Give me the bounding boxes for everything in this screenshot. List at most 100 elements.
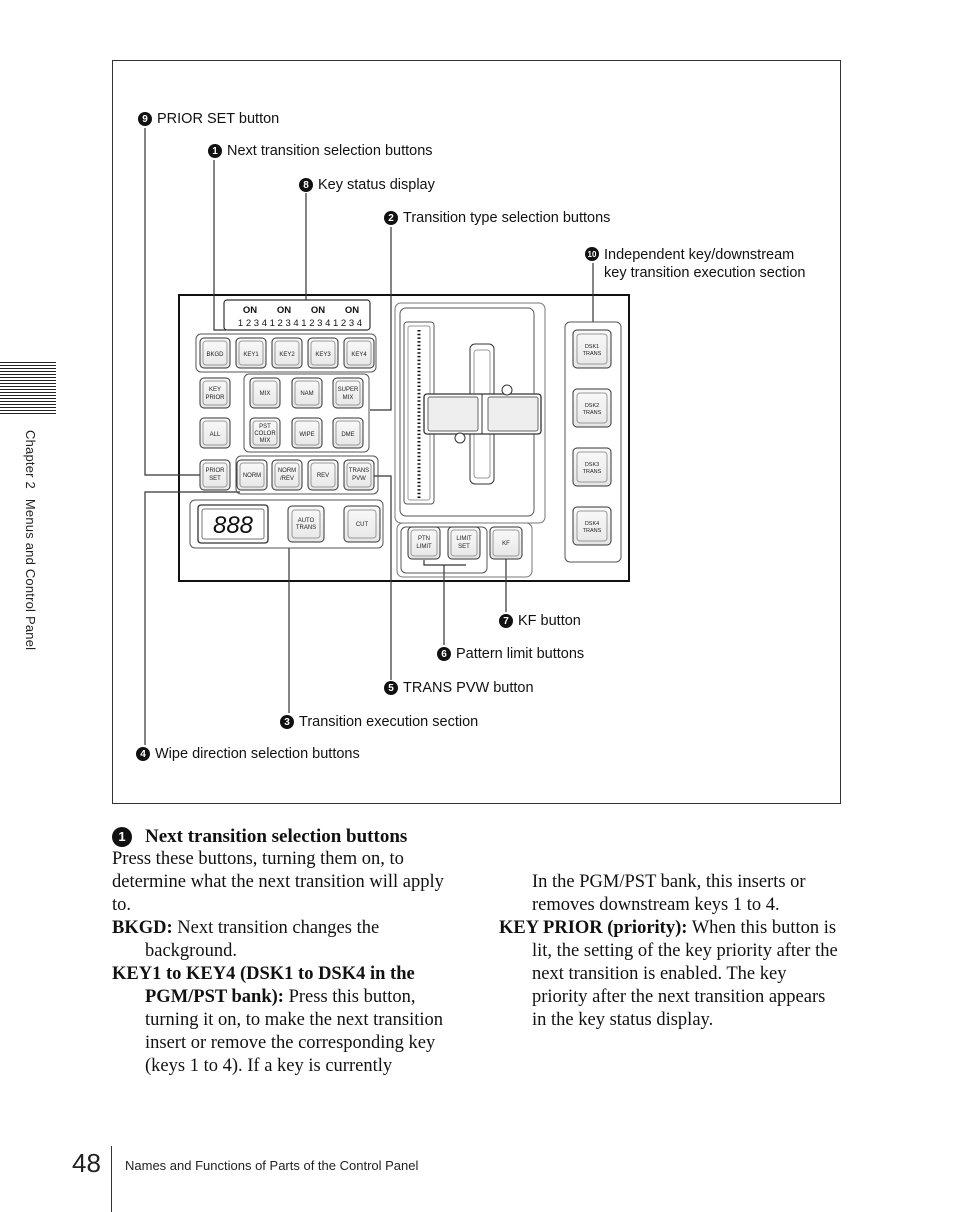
wipe-button[interactable]: WIPE bbox=[291, 417, 323, 449]
key2-button[interactable]: KEY2 bbox=[271, 337, 303, 369]
svg-text:TRANS: TRANS bbox=[296, 525, 316, 531]
wipe-direction-group bbox=[235, 455, 379, 495]
norm-button[interactable]: NORM bbox=[236, 459, 268, 491]
dsk-section bbox=[564, 321, 622, 563]
key-item-continuation: Press this button, turning it on, to mak… bbox=[499, 825, 844, 871]
svg-text:DSK4: DSK4 bbox=[585, 521, 599, 527]
svg-text:SET: SET bbox=[209, 476, 221, 482]
nam-button[interactable]: NAM bbox=[291, 377, 323, 409]
dme-button[interactable]: DME bbox=[332, 417, 364, 449]
panel-figure bbox=[112, 60, 841, 804]
on-label: ON bbox=[345, 305, 359, 316]
all-button[interactable]: ALL bbox=[199, 417, 231, 449]
fader-lever[interactable] bbox=[394, 302, 546, 524]
pattern-limit-frame bbox=[396, 522, 533, 578]
svg-text:SUPER: SUPER bbox=[338, 387, 359, 393]
svg-text:AUTO: AUTO bbox=[298, 518, 315, 524]
svg-text:NORM: NORM bbox=[278, 468, 296, 474]
super-mix-button[interactable]: SUPER MIX bbox=[332, 377, 364, 409]
on-label: ON bbox=[243, 305, 257, 316]
key1-button[interactable]: KEY1 bbox=[235, 337, 267, 369]
page-number: 48 bbox=[72, 1148, 101, 1178]
svg-text:KF: KF bbox=[502, 541, 510, 547]
svg-text:ALL: ALL bbox=[210, 432, 221, 438]
svg-text:TRANS: TRANS bbox=[583, 528, 602, 534]
svg-text:DSK2: DSK2 bbox=[585, 403, 599, 409]
svg-text:MIX: MIX bbox=[260, 391, 271, 397]
trans-pvw-button[interactable]: TRANS PVW bbox=[343, 459, 375, 491]
svg-text:KEY2: KEY2 bbox=[279, 352, 295, 358]
svg-text:PRIOR: PRIOR bbox=[205, 468, 225, 474]
key-prior-button[interactable]: KEY PRIOR bbox=[199, 377, 231, 409]
svg-text:PTN: PTN bbox=[418, 536, 430, 542]
svg-text:REV: REV bbox=[317, 473, 329, 479]
svg-text:LIMIT: LIMIT bbox=[456, 536, 472, 542]
prior-set-button[interactable]: PRIOR SET bbox=[199, 459, 231, 491]
next-transition-group bbox=[195, 333, 377, 373]
footer-divider bbox=[111, 1146, 112, 1212]
svg-text:NORM: NORM bbox=[243, 473, 261, 479]
rev-button[interactable]: REV bbox=[307, 459, 339, 491]
bkgd-item: BKGD: Next transition changes the backgr… bbox=[112, 918, 380, 961]
key4-button[interactable]: KEY4 bbox=[343, 337, 375, 369]
svg-text:/REV: /REV bbox=[280, 476, 294, 482]
section-intro: Press these buttons, turning them on, to… bbox=[112, 849, 444, 915]
pattern-limit-group bbox=[400, 526, 488, 574]
bkgd-button[interactable]: BKGD bbox=[199, 337, 231, 369]
transition-rate-display: 888 bbox=[197, 504, 269, 544]
svg-text:MIX: MIX bbox=[343, 395, 354, 401]
on-label: ON bbox=[277, 305, 291, 316]
mix-button[interactable]: MIX bbox=[249, 377, 281, 409]
svg-text:KEY4: KEY4 bbox=[351, 352, 367, 358]
transition-execution-group bbox=[189, 499, 384, 549]
svg-text:DME: DME bbox=[341, 432, 354, 438]
svg-text:COLOR: COLOR bbox=[254, 431, 276, 437]
transition-type-group bbox=[243, 373, 370, 453]
kf-button[interactable]: KF bbox=[489, 526, 523, 560]
svg-text:PRIOR: PRIOR bbox=[205, 395, 225, 401]
footer-title: Names and Functions of Parts of the Cont… bbox=[125, 1158, 419, 1173]
key3-button[interactable]: KEY3 bbox=[307, 337, 339, 369]
key-number-row: 1 2 3 4 1 2 3 4 1 2 3 4 1 2 3 4 bbox=[238, 318, 362, 329]
svg-text:DSK3: DSK3 bbox=[585, 462, 599, 468]
svg-text:KEY: KEY bbox=[209, 387, 221, 393]
svg-text:TRANS: TRANS bbox=[349, 468, 369, 474]
svg-text:PST: PST bbox=[259, 424, 271, 430]
chapter-tab-marker bbox=[0, 362, 56, 416]
svg-text:PVW: PVW bbox=[352, 476, 366, 482]
norm-rev-button[interactable]: NORM/REV bbox=[271, 459, 303, 491]
svg-text:WIPE: WIPE bbox=[299, 432, 314, 438]
on-label: ON bbox=[311, 305, 325, 316]
svg-text:KEY1: KEY1 bbox=[243, 352, 259, 358]
svg-text:TRANS: TRANS bbox=[583, 469, 602, 475]
cut-button[interactable]: CUT bbox=[343, 505, 381, 543]
svg-text:BKGD: BKGD bbox=[206, 352, 224, 358]
svg-text:NAM: NAM bbox=[300, 391, 313, 397]
svg-text:KEY3: KEY3 bbox=[315, 352, 331, 358]
svg-text:CUT: CUT bbox=[356, 522, 369, 528]
svg-text:DSK1: DSK1 bbox=[585, 344, 599, 350]
svg-text:888: 888 bbox=[213, 512, 254, 539]
key-status-display bbox=[223, 299, 371, 331]
key-prior-item: KEY PRIOR (priority): When this button i… bbox=[499, 918, 838, 1030]
